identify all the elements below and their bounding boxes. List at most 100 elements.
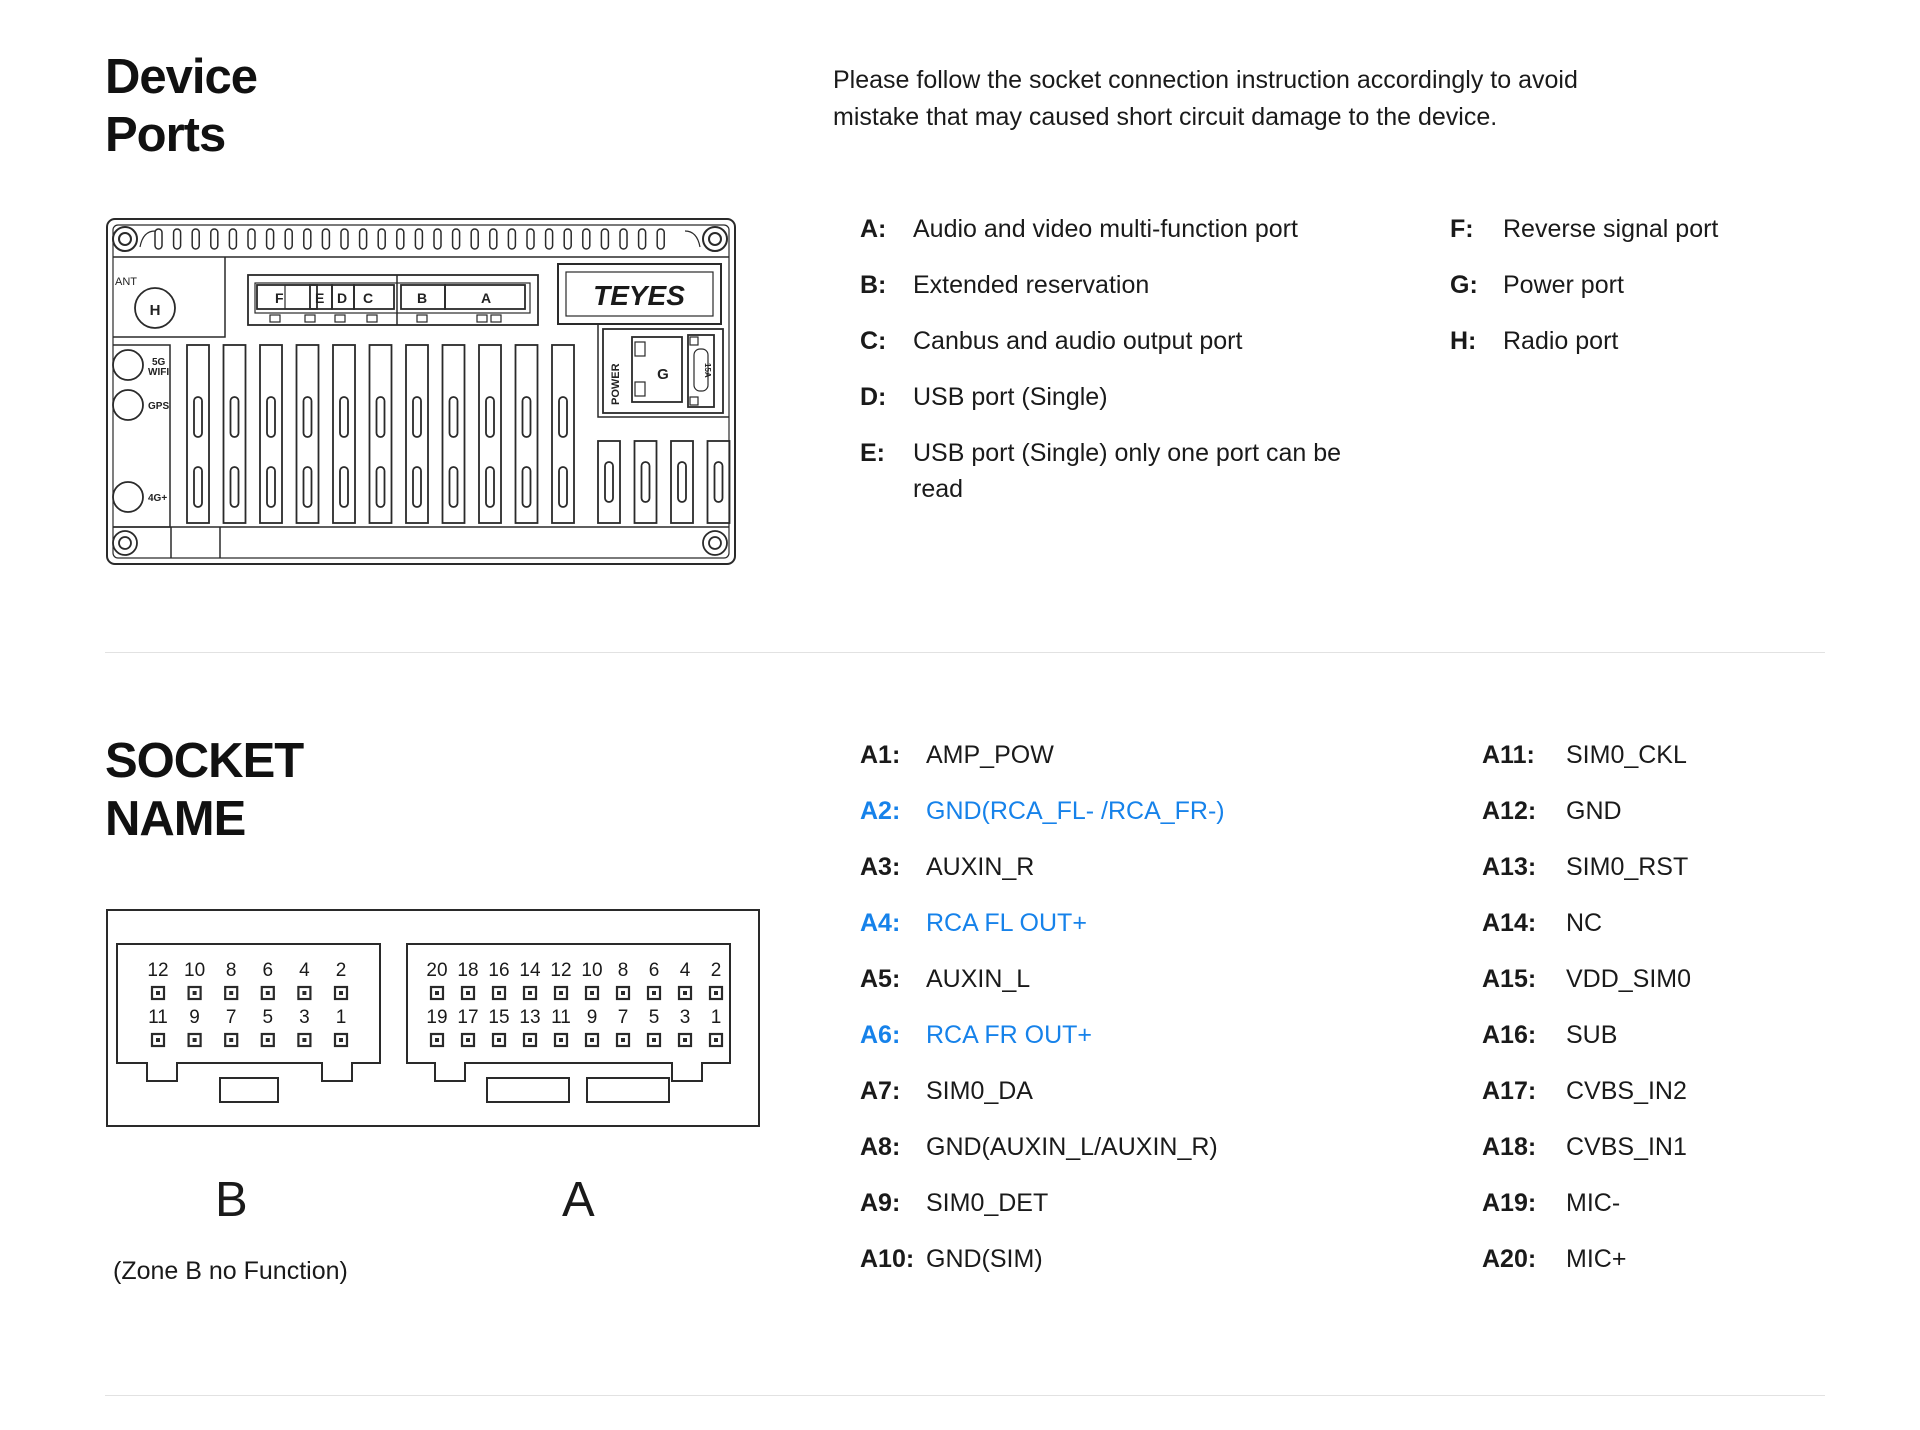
pin-contact	[260, 985, 275, 1001]
pin-name: SUB	[1566, 1021, 1618, 1049]
pin-contact-dot	[621, 991, 625, 995]
vent-slot	[470, 228, 479, 250]
pin-contact	[224, 1032, 239, 1048]
pin-contact	[460, 985, 476, 1001]
port-a	[444, 284, 526, 310]
pin-number: 8	[618, 960, 629, 981]
pin-contact	[708, 985, 724, 1001]
pin-contact-dot	[528, 991, 532, 995]
pin-contact	[491, 985, 507, 1001]
pin-contact-dot	[559, 991, 563, 995]
pin-id: A20:	[1482, 1245, 1537, 1273]
zone-b-note: (Zone B no Function)	[113, 1257, 348, 1285]
pin-name: MIC-	[1566, 1189, 1621, 1217]
port-letter: C:	[860, 327, 887, 355]
pin-id: A19:	[1482, 1189, 1537, 1217]
pin-number: 3	[299, 1007, 310, 1028]
port-description: Canbus and audio output port	[913, 327, 1243, 355]
fin-slot	[339, 396, 349, 438]
device-rear-panel-diagram: ANT H 5G WIFI GPS 4G+ F E D C B A TEYES	[106, 218, 736, 565]
socket-a-key	[586, 1077, 670, 1103]
zone-a-label: A	[562, 1173, 595, 1227]
pin-contact	[522, 985, 538, 1001]
pin-number: 7	[618, 1007, 629, 1028]
pin-number: 7	[226, 1007, 237, 1028]
vent-slot	[154, 228, 163, 250]
heatsink-fin	[633, 440, 658, 524]
vent-slot	[433, 228, 442, 250]
port-e-label: E	[315, 290, 324, 306]
pin-number: 6	[649, 960, 660, 981]
vent-slot	[526, 228, 535, 250]
pin-name: GND(SIM)	[926, 1245, 1043, 1273]
port-letter: D:	[860, 383, 887, 411]
fin-slot	[412, 466, 422, 508]
pin-number: 1	[711, 1007, 722, 1028]
heatsink-fin	[551, 344, 575, 524]
port-description: Reverse signal port	[1503, 215, 1719, 243]
pin-contact	[522, 1032, 538, 1048]
pin-id: A9:	[860, 1189, 901, 1217]
socket-frame	[106, 909, 760, 1127]
pin-contact-dot	[683, 991, 687, 995]
pin-contact-dot	[714, 1038, 718, 1042]
title-line: Device	[105, 50, 258, 104]
gps-label: GPS	[148, 401, 169, 412]
pin-number: 5	[649, 1007, 660, 1028]
pin-number: 18	[457, 960, 478, 981]
pin-contact-dot	[156, 991, 160, 995]
port-b-label: B	[417, 290, 427, 306]
vent-slot	[284, 228, 293, 250]
pin-contact	[677, 985, 693, 1001]
vent-slot	[191, 228, 200, 250]
pin-number: 6	[263, 960, 274, 981]
pin-id: A2:	[860, 797, 901, 825]
pin-number: 1	[336, 1007, 347, 1028]
pin-contact-dot	[590, 991, 594, 995]
pin-contact-dot	[302, 991, 307, 995]
pin-contact	[333, 985, 349, 1001]
pin-number: 10	[184, 960, 205, 981]
pin-name: GND(AUXIN_L/AUXIN_R)	[926, 1133, 1218, 1161]
pin-number: 16	[488, 960, 509, 981]
section-divider	[105, 1395, 1825, 1396]
pin-contact	[646, 985, 662, 1001]
pin-name: GND(RCA_FL- /RCA_FR-)	[926, 797, 1225, 825]
pin-id: A8:	[860, 1133, 901, 1161]
port-a-label: A	[481, 290, 491, 306]
vent-slot	[507, 228, 517, 250]
pin-name: VDD_SIM0	[1566, 965, 1692, 993]
fin-slot	[412, 396, 422, 438]
pin-contact	[615, 1032, 631, 1048]
pin-id: A4:	[860, 909, 901, 937]
vent-slot	[265, 228, 275, 250]
pin-number: 10	[581, 960, 602, 981]
pin-name: SIM0_DET	[926, 1189, 1049, 1217]
pin-contact	[429, 985, 445, 1001]
pin-contact-dot	[435, 991, 439, 995]
pin-number: 2	[711, 960, 722, 981]
fin-slot	[229, 396, 240, 438]
pin-contact-dot	[156, 1038, 160, 1042]
pin-number: 3	[680, 1007, 691, 1028]
pin-name: NC	[1566, 909, 1603, 937]
pin-contact	[460, 1032, 476, 1048]
fin-slot	[604, 461, 614, 503]
fin-slot	[713, 461, 724, 503]
vent-slot	[451, 228, 461, 250]
pin-id: A13:	[1482, 853, 1537, 881]
pin-contact-dot	[652, 1038, 656, 1042]
pin-id: A6:	[860, 1021, 901, 1049]
socket-name-title: SOCKET NAME	[105, 732, 304, 848]
pin-contact-dot	[466, 1038, 470, 1042]
fin-slot	[375, 466, 386, 508]
fin-slot	[193, 396, 203, 438]
port-description: Power port	[1503, 271, 1624, 299]
fin-slot	[448, 466, 459, 508]
pin-contact-dot	[590, 1038, 594, 1042]
port-letter: E:	[860, 439, 885, 467]
